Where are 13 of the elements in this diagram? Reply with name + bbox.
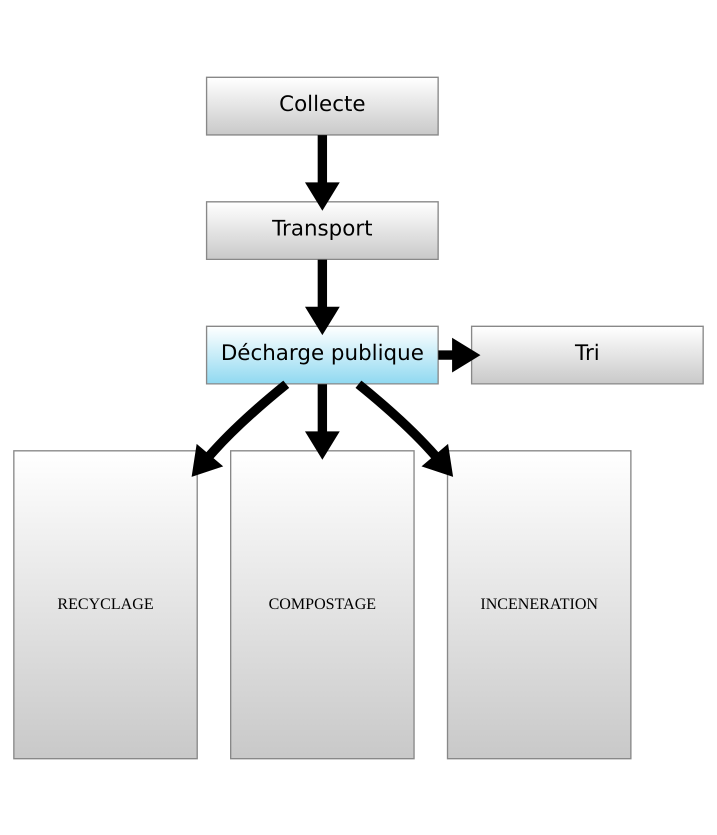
node-box: Décharge publique [206, 325, 439, 384]
node-box: Collecte [206, 76, 439, 136]
arrow [192, 380, 290, 476]
node-box: Transport [206, 200, 439, 260]
arrow [304, 134, 340, 210]
node-box: Tri [470, 325, 704, 384]
node-box: COMPOSTAGE [230, 450, 415, 759]
arrow [304, 384, 340, 460]
arrow [356, 380, 454, 476]
arrow [438, 337, 480, 372]
arrow [304, 259, 340, 335]
node-box: INCENERATION [446, 450, 632, 759]
node-box: RECYCLAGE [13, 450, 198, 759]
